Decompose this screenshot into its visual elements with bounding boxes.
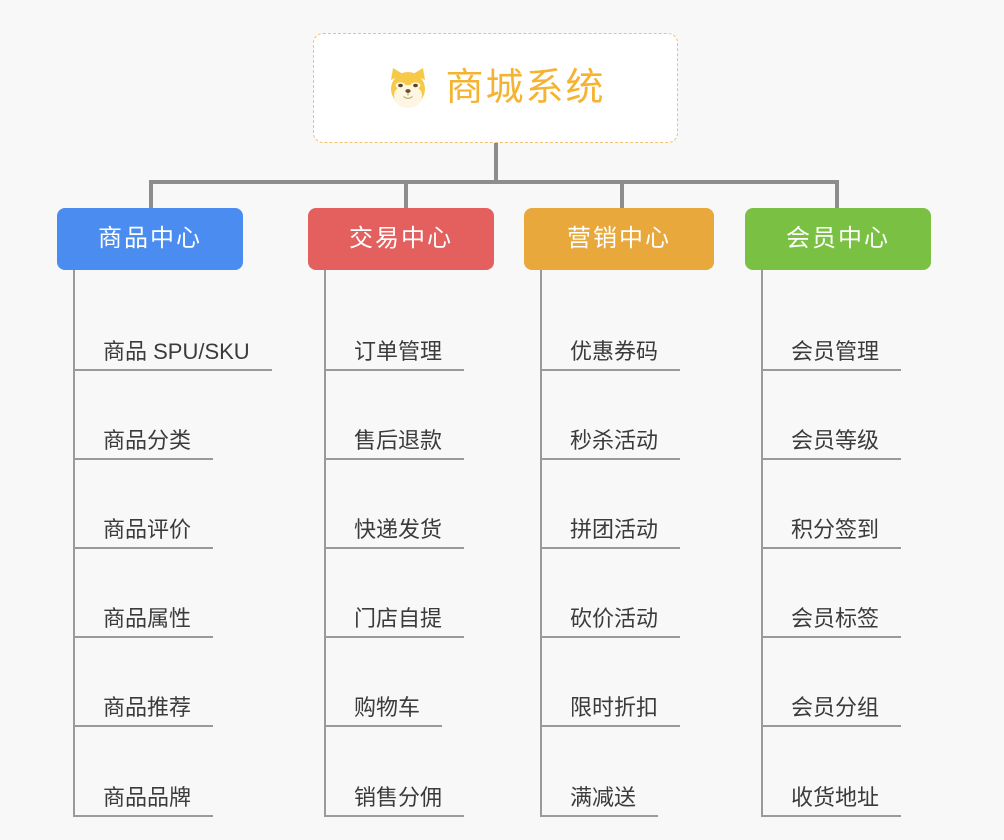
leaf-list-4: 会员管理 会员等级 积分签到 会员标签 会员分组 收货地址 [761,270,931,817]
list-item[interactable]: 会员管理 [761,282,931,371]
leaf-label: 商品分类 [103,427,192,453]
connector-drop-branch-3 [620,180,624,208]
leaf-label: 售后退款 [354,427,443,453]
leaf-label: 会员等级 [791,427,880,453]
list-item[interactable]: 收货地址 [761,727,931,817]
leaf-label: 会员分组 [791,694,880,720]
leaf-label: 积分签到 [791,516,880,542]
leaf-label: 商品 SPU/SKU [103,338,250,364]
list-item[interactable]: 秒杀活动 [540,371,714,460]
leaf-label: 会员管理 [791,338,880,364]
root-node[interactable]: 商城系统 [313,33,678,143]
list-item[interactable]: 优惠券码 [540,282,714,371]
leaf-label: 门店自提 [354,605,443,631]
branch-column-4: 会员中心 会员管理 会员等级 积分签到 会员标签 会员分组 收货地址 [745,208,931,817]
leaf-list-3: 优惠券码 秒杀活动 拼团活动 砍价活动 限时折扣 满减送 [540,270,714,817]
list-item[interactable]: 快递发货 [324,460,494,549]
branch-header-2[interactable]: 交易中心 [308,208,494,270]
branch-header-3[interactable]: 营销中心 [524,208,714,270]
list-item[interactable]: 会员分组 [761,638,931,727]
list-item[interactable]: 商品推荐 [73,638,243,727]
connector-drop-branch-4 [835,180,839,208]
leaf-list-2: 订单管理 售后退款 快递发货 门店自提 购物车 销售分佣 [324,270,494,817]
leaf-label: 满减送 [570,784,637,810]
leaf-label: 秒杀活动 [570,427,659,453]
list-item[interactable]: 砍价活动 [540,549,714,638]
list-item[interactable]: 积分签到 [761,460,931,549]
list-item[interactable]: 商品分类 [73,371,243,460]
list-item[interactable]: 满减送 [540,727,714,817]
leaf-label: 拼团活动 [570,516,659,542]
leaf-label: 购物车 [354,694,421,720]
root-title: 商城系统 [445,67,606,109]
list-item[interactable]: 售后退款 [324,371,494,460]
branch-label-3: 营销中心 [567,225,671,252]
leaf-label: 订单管理 [354,338,443,364]
leaf-label: 砍价活动 [570,605,659,631]
list-item[interactable]: 商品属性 [73,549,243,638]
leaf-label: 优惠券码 [570,338,659,364]
leaf-label: 收货地址 [791,784,880,810]
connector-drop-branch-1 [149,180,153,208]
list-item[interactable]: 门店自提 [324,549,494,638]
list-item[interactable]: 限时折扣 [540,638,714,727]
leaf-label: 商品评价 [103,516,192,542]
branch-label-2: 交易中心 [349,225,453,252]
branch-column-3: 营销中心 优惠券码 秒杀活动 拼团活动 砍价活动 限时折扣 满减送 [524,208,714,817]
branch-label-4: 会员中心 [786,225,890,252]
list-item[interactable]: 会员等级 [761,371,931,460]
branch-header-4[interactable]: 会员中心 [745,208,931,270]
branch-column-2: 交易中心 订单管理 售后退款 快递发货 门店自提 购物车 销售分佣 [308,208,494,817]
branch-label-1: 商品中心 [98,225,202,252]
list-item[interactable]: 拼团活动 [540,460,714,549]
list-item[interactable]: 商品评价 [73,460,243,549]
leaf-label: 商品品牌 [103,784,192,810]
connector-drop-branch-2 [404,180,408,208]
shiba-dog-face-icon [385,65,431,111]
leaf-label: 商品属性 [103,605,192,631]
branch-column-1: 商品中心 商品 SPU/SKU 商品分类 商品评价 商品属性 商品推荐 商品品牌 [57,208,272,817]
list-item[interactable]: 商品品牌 [73,727,243,817]
leaf-label: 商品推荐 [103,694,192,720]
branch-header-1[interactable]: 商品中心 [57,208,243,270]
leaf-list-1: 商品 SPU/SKU 商品分类 商品评价 商品属性 商品推荐 商品品牌 [73,270,272,817]
leaf-label: 销售分佣 [354,784,443,810]
list-item[interactable]: 销售分佣 [324,727,494,817]
leaf-label: 快递发货 [354,516,443,542]
list-item[interactable]: 会员标签 [761,549,931,638]
list-item[interactable]: 购物车 [324,638,494,727]
leaf-label: 会员标签 [791,605,880,631]
list-item[interactable]: 商品 SPU/SKU [73,282,272,371]
connector-root-stem [494,143,498,182]
connector-horizontal-bus [149,180,839,184]
list-item[interactable]: 订单管理 [324,282,494,371]
leaf-label: 限时折扣 [570,694,659,720]
